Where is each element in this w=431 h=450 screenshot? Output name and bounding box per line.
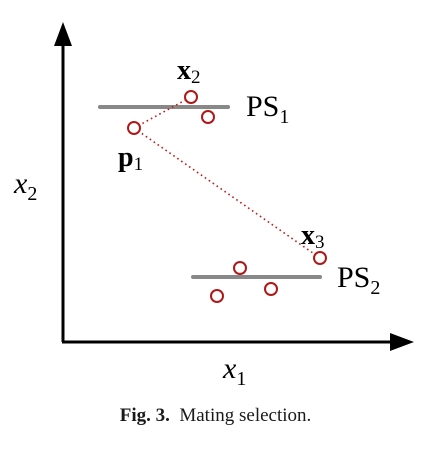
point-x3-label: x3 <box>301 220 325 253</box>
point-p1 <box>127 121 141 135</box>
caption-text: Mating selection. <box>179 405 312 426</box>
point-x2 <box>184 90 198 104</box>
figure-caption: Fig. 3. Mating selection. <box>0 405 431 427</box>
point-ps1-b <box>201 110 215 124</box>
caption-prefix: Fig. 3. <box>119 405 170 426</box>
link-p1-x3 <box>133 127 321 259</box>
axis-x-label: x1 <box>222 352 246 390</box>
axis-y-label: x2 <box>13 167 37 205</box>
point-ps2-b <box>210 289 224 303</box>
point-x2-label: x2 <box>177 55 201 88</box>
y-axis-arrow <box>54 22 72 46</box>
point-x3 <box>313 251 327 265</box>
pareto-set-2-label: PS2 <box>337 261 380 299</box>
link-p1-x2 <box>133 96 192 129</box>
pareto-set-1-label: PS1 <box>246 90 289 128</box>
point-p1-label: p1 <box>118 142 143 175</box>
point-ps2-c <box>264 282 278 296</box>
point-ps2-a <box>233 261 247 275</box>
x-axis-arrow <box>390 333 414 351</box>
